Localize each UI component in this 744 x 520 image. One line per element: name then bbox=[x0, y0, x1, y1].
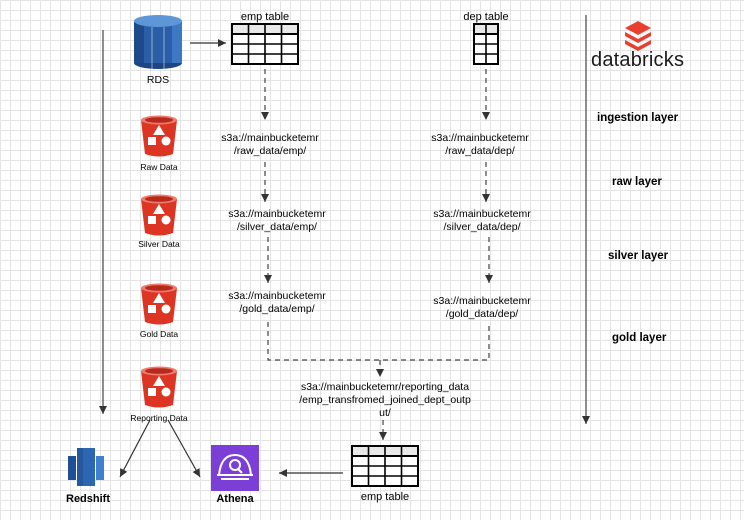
s3-bucket-icon-raw bbox=[141, 115, 177, 157]
emp-table-bottom-icon bbox=[351, 445, 419, 487]
dep-table-icon bbox=[473, 23, 499, 65]
gold-layer-label: gold layer bbox=[612, 332, 667, 344]
gold-join-connector bbox=[267, 322, 490, 361]
ingestion-layer-label: ingestion layer bbox=[597, 112, 679, 124]
gold-data-label: Gold Data bbox=[139, 329, 179, 339]
rds-label: RDS bbox=[146, 74, 170, 86]
s3-bucket-icon-silver bbox=[141, 194, 177, 236]
reporting-to-athena-arrow bbox=[167, 419, 201, 478]
dep-silver-path: s3a://mainbucketemr/silver_data/dep/ bbox=[433, 208, 531, 233]
reporting-data-label: Reporting Data bbox=[130, 413, 188, 423]
emp-table-label: emp table bbox=[240, 11, 290, 23]
rds-database-icon bbox=[134, 15, 182, 69]
emp-table-bottom-label: emp table bbox=[360, 491, 410, 503]
redshift-label: Redshift bbox=[66, 493, 110, 505]
emp-raw-path: s3a://mainbucketemr/raw_data/emp/ bbox=[221, 132, 319, 157]
emp-table-icon bbox=[231, 23, 299, 65]
databricks-wordmark: databricks bbox=[591, 49, 685, 71]
reporting-to-redshift-arrow bbox=[119, 419, 151, 478]
dep-table-label: dep table bbox=[463, 11, 509, 23]
athena-icon bbox=[211, 445, 259, 491]
s3-bucket-icon-reporting bbox=[141, 366, 177, 408]
silver-data-label: Silver Data bbox=[138, 239, 180, 249]
raw-data-label: Raw Data bbox=[140, 162, 178, 172]
reporting-path: s3a://mainbucketemr/reporting_data/emp_t… bbox=[299, 381, 471, 419]
dep-raw-path: s3a://mainbucketemr/raw_data/dep/ bbox=[431, 132, 529, 157]
athena-label: Athena bbox=[216, 493, 254, 505]
silver-layer-label: silver layer bbox=[608, 250, 669, 262]
emp-gold-path: s3a://mainbucketemr/gold_data/emp/ bbox=[228, 290, 326, 315]
raw-layer-label: raw layer bbox=[612, 176, 662, 188]
dep-gold-path: s3a://mainbucketemr/gold_data/dep/ bbox=[433, 295, 531, 320]
s3-bucket-icon-gold bbox=[141, 283, 177, 325]
emp-silver-path: s3a://mainbucketemr/silver_data/emp/ bbox=[228, 208, 326, 233]
databricks-logo-icon bbox=[625, 21, 651, 51]
redshift-icon bbox=[68, 448, 104, 486]
